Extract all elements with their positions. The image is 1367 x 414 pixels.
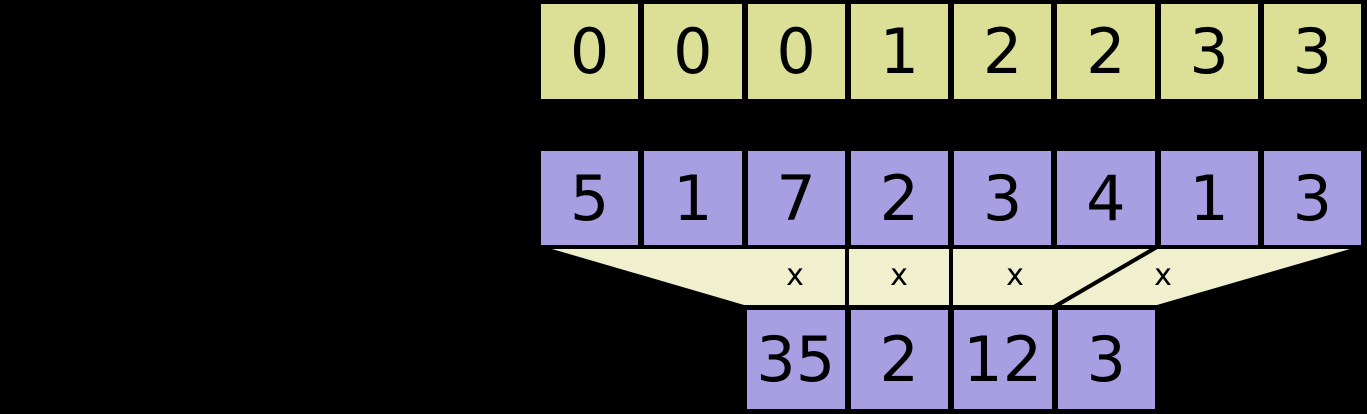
segment-id-cell: 0 xyxy=(744,1,848,102)
operator-label: x xyxy=(786,258,804,293)
segment-id-cell: 1 xyxy=(847,1,951,102)
reduction-connector: x x x x xyxy=(0,245,1367,310)
segment-id-cell: 2 xyxy=(951,1,1055,102)
value-cell: 3 xyxy=(951,148,1055,249)
result-row: 35 2 12 3 xyxy=(744,307,1158,412)
operator-label: x xyxy=(1006,258,1024,293)
value-cell: 4 xyxy=(1054,148,1158,249)
value-cell: 3 xyxy=(1260,148,1364,249)
segment-id-cell: 0 xyxy=(538,1,642,102)
operator-label: x xyxy=(1154,258,1172,293)
value-cell: 2 xyxy=(847,148,951,249)
value-cell: 5 xyxy=(538,148,642,249)
result-cell: 3 xyxy=(1054,307,1158,412)
result-cell: 2 xyxy=(847,307,951,412)
segment-id-cell: 2 xyxy=(1054,1,1158,102)
value-row: 5 1 7 2 3 4 1 3 xyxy=(538,148,1364,249)
segment-id-row: 0 0 0 1 2 2 3 3 xyxy=(538,1,1364,102)
value-cell: 7 xyxy=(744,148,848,249)
value-cell: 1 xyxy=(1157,148,1261,249)
segment-id-cell: 3 xyxy=(1260,1,1364,102)
result-cell: 35 xyxy=(744,307,848,412)
result-cell: 12 xyxy=(951,307,1055,412)
operator-label: x xyxy=(890,258,908,293)
segment-id-cell: 0 xyxy=(641,1,745,102)
value-cell: 1 xyxy=(641,148,745,249)
segment-id-cell: 3 xyxy=(1157,1,1261,102)
